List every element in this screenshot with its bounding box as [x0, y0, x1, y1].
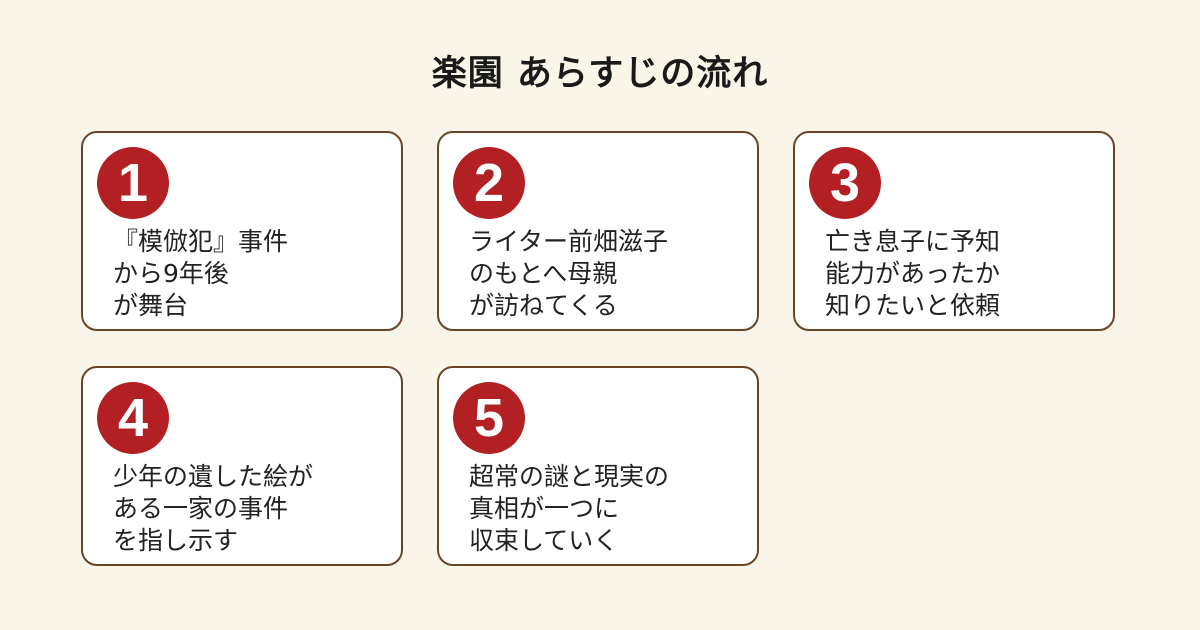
step-number-badge: 3 — [809, 147, 881, 219]
step-number-badge: 4 — [97, 382, 169, 454]
step-text: 『模倣犯』事件 から9年後 が舞台 — [113, 226, 391, 322]
step-text-line: 少年の遺した絵が — [113, 462, 314, 491]
step-text-line: が訪ねてくる — [469, 291, 618, 320]
step-text-line: を指し示す — [113, 526, 239, 555]
step-card-3: 3 亡き息子に予知 能力があったか 知りたいと依頼 — [793, 131, 1115, 331]
step-text-line: から9年後 — [113, 259, 229, 288]
step-text-line: ライター前畑滋子 — [469, 227, 669, 256]
step-text-line: のもとへ母親 — [469, 259, 618, 288]
step-text-line: 超常の謎と現実の — [469, 462, 670, 491]
step-text-line: 知りたいと依頼 — [825, 291, 1001, 320]
step-card-2: 2 ライター前畑滋子 のもとへ母親 が訪ねてくる — [437, 131, 759, 331]
step-text: ライター前畑滋子 のもとへ母親 が訪ねてくる — [469, 226, 747, 322]
step-text: 少年の遺した絵が ある一家の事件 を指し示す — [113, 461, 391, 557]
step-number-badge: 2 — [453, 147, 525, 219]
step-text-line: 『模倣犯』事件 — [113, 227, 289, 256]
step-text-line: 収束していく — [469, 526, 619, 555]
step-text-line: ある一家の事件 — [113, 494, 289, 523]
step-card-1: 1 『模倣犯』事件 から9年後 が舞台 — [81, 131, 403, 331]
step-text: 亡き息子に予知 能力があったか 知りたいと依頼 — [825, 226, 1103, 322]
step-card-4: 4 少年の遺した絵が ある一家の事件 を指し示す — [81, 366, 403, 566]
step-number-badge: 1 — [97, 147, 169, 219]
step-text-line: が舞台 — [113, 291, 189, 320]
diagram-title: 楽園 あらすじの流れ — [431, 54, 769, 94]
step-text-line: 亡き息子に予知 — [825, 227, 1001, 256]
step-text: 超常の謎と現実の 真相が一つに 収束していく — [469, 461, 747, 557]
step-text-line: 能力があったか — [825, 259, 1001, 288]
step-number-badge: 5 — [453, 382, 525, 454]
step-text-line: 真相が一つに — [469, 494, 620, 523]
step-card-5: 5 超常の謎と現実の 真相が一つに 収束していく — [437, 366, 759, 566]
